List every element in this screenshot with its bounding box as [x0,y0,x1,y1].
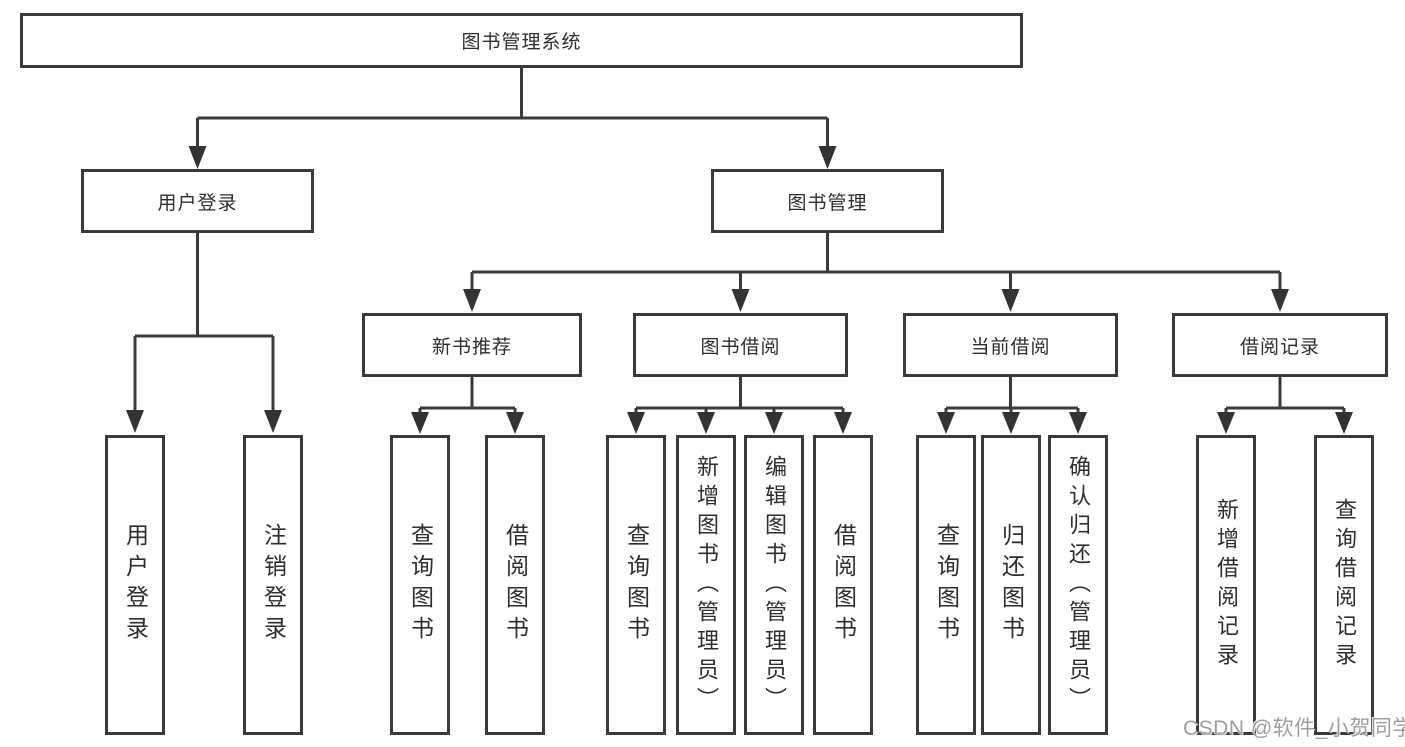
connector-new-book-recommend-branch [411,377,524,434]
node-current-query-book: 查询图书 [916,435,976,735]
node-current-return-book: 归还图书 [981,435,1041,735]
node-current-borrowing: 当前借阅 [903,313,1118,377]
node-new-book-recommend: 新书推荐 [362,313,582,377]
connector-user-login-branch [126,233,282,433]
node-book-borrowing: 图书借阅 [633,313,848,377]
node-borrowing-edit-book-admin: 编辑图书（管理员） [744,435,804,735]
node-recommend-borrow-book: 借阅图书 [485,435,545,735]
node-records-query-record: 查询借阅记录 [1314,435,1374,735]
node-login-user-login: 用户登录 [105,435,165,735]
node-borrowing-records: 借阅记录 [1172,313,1388,377]
node-book-management: 图书管理 [711,169,944,233]
node-records-add-record: 新增借阅记录 [1196,435,1256,735]
node-borrowing-add-book-admin: 新增图书（管理员） [676,435,736,735]
node-borrowing-borrow-book: 借阅图书 [813,435,873,735]
node-login-logout: 注销登录 [243,435,303,735]
node-user-login: 用户登录 [81,169,314,233]
connector-current-borrowing-branch [937,377,1087,434]
csdn-watermark: CSDN @软件_小贺同学 [1183,717,1405,740]
connector-borrowing-records-branch [1217,377,1353,434]
node-current-confirm-return-admin: 确认归还（管理员） [1048,435,1108,735]
connector-book-borrowing-branch [627,377,852,434]
node-root: 图书管理系统 [20,13,1023,68]
node-borrowing-query-book: 查询图书 [606,435,666,735]
connector-book-management-branch [463,233,1289,312]
connector-root-branch [188,68,837,169]
node-recommend-query-book: 查询图书 [390,435,450,735]
